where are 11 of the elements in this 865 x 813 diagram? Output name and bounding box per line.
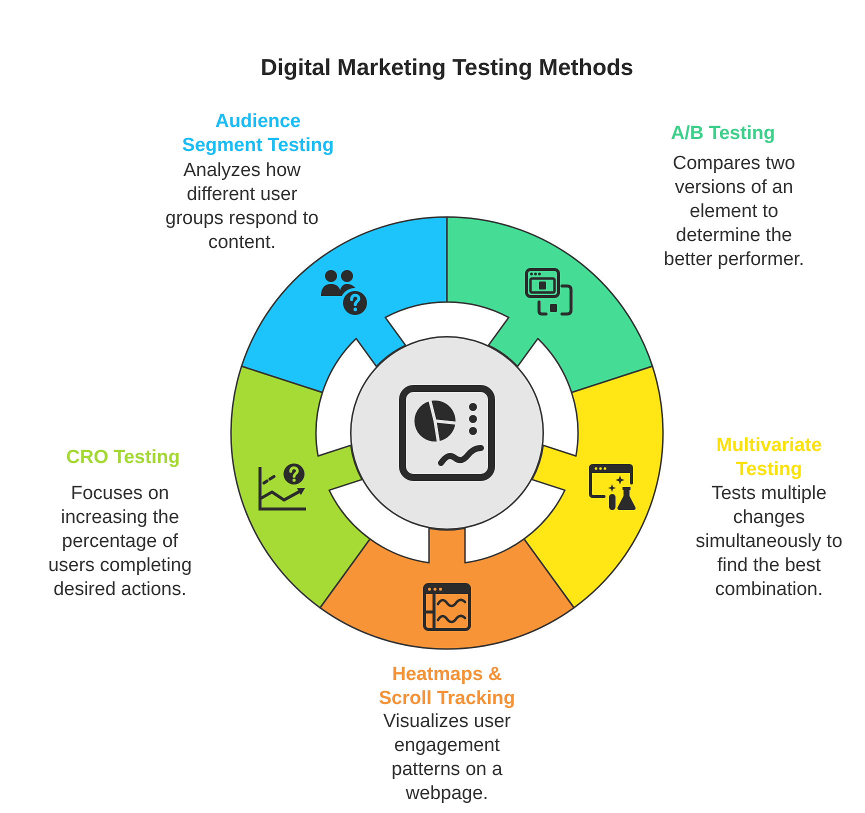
- method-description: Tests multiple changes simultaneously to find the best combination.: [694, 482, 844, 602]
- method-description: Visualizes user engagement patterns on a webpage.: [382, 710, 512, 806]
- diagram-title: Digital Marketing Testing Methods: [260, 53, 634, 81]
- method-title: Audience Segment Testing: [181, 110, 335, 158]
- method-title: A/B Testing: [670, 122, 776, 146]
- method-description: Compares two versions of an element to determine the better performer.: [662, 152, 806, 272]
- method-title: Multivariate Testing: [715, 434, 823, 482]
- method-title: CRO Testing: [65, 446, 181, 470]
- method-description: Analyzes how different user groups respond to content.: [164, 159, 320, 255]
- method-description: Focuses on increasing the percentage of users completing desired actions.: [47, 482, 193, 602]
- method-title: Heatmaps & Scroll Tracking: [378, 663, 516, 711]
